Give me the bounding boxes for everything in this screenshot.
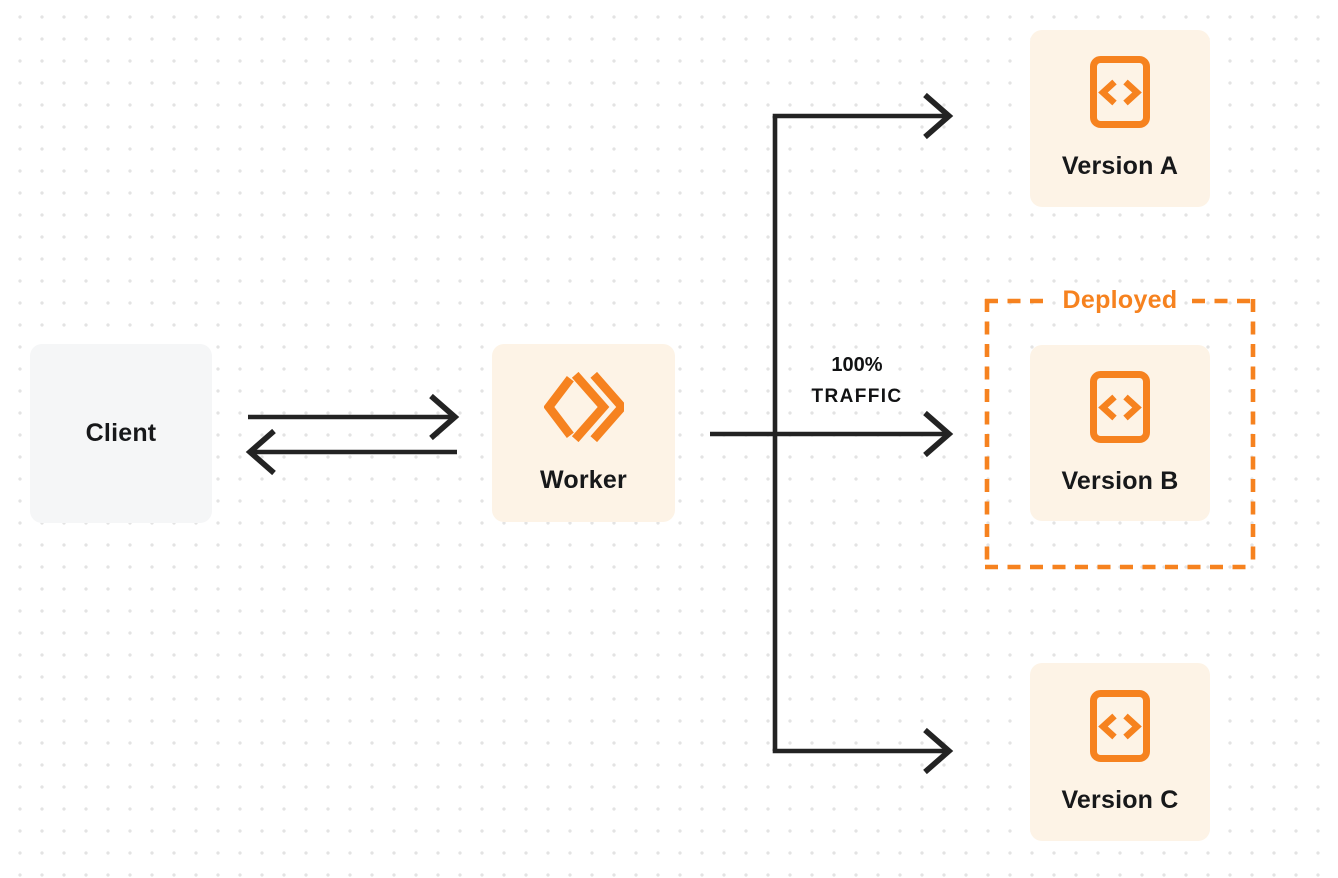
node-client-label: Client — [85, 419, 157, 447]
arrow-branch-to-version-a — [772, 92, 954, 140]
deployed-label: Deployed — [1062, 286, 1178, 314]
traffic-edge-label: 100% TRAFFIC — [782, 349, 932, 413]
node-version-b-label: Version B — [1061, 466, 1179, 495]
node-version-b: Version B — [1030, 345, 1210, 521]
node-version-a-label: Version A — [1061, 152, 1179, 180]
code-file-icon — [1090, 56, 1150, 128]
deployed-dashed-border — [984, 298, 1256, 570]
node-version-a: Version A — [1030, 30, 1210, 207]
workers-logo-icon — [543, 371, 624, 442]
arrow-client-to-worker — [248, 393, 460, 441]
traffic-word-text: TRAFFIC — [811, 386, 903, 407]
node-version-c: Version C — [1030, 663, 1210, 841]
code-file-icon — [1090, 689, 1150, 762]
node-client: Client — [30, 344, 212, 523]
code-file-icon — [1090, 370, 1150, 443]
arrow-worker-to-client — [245, 428, 457, 476]
arrow-branch-to-version-c — [772, 727, 954, 775]
traffic-percent-text: 100% — [831, 354, 883, 376]
arrow-worker-to-version-b — [710, 410, 954, 458]
node-worker-label: Worker — [540, 465, 627, 494]
node-version-c-label: Version C — [1061, 785, 1179, 814]
node-worker: Worker — [492, 344, 675, 522]
